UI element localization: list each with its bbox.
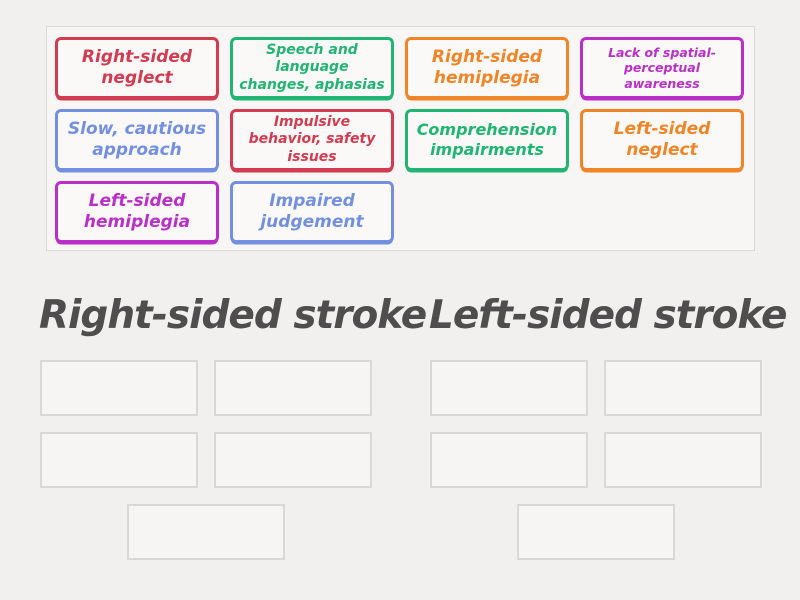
group-title-right-sided-stroke: Right-sided stroke [39, 293, 427, 338]
card-tray: Right-sided neglect Speech and language … [46, 26, 755, 251]
drop-slot[interactable] [429, 432, 588, 488]
tray-row-2: Slow, cautious approach Impulsive behavi… [55, 109, 746, 171]
card-right-sided-hemiplegia[interactable]: Right-sided hemiplegia [405, 37, 569, 99]
group-right-sided-stroke: Right-sided stroke [39, 292, 427, 560]
card-impulsive-behavior-safety-issues[interactable]: Impulsive behavior, safety issues [230, 109, 394, 171]
card-right-sided-neglect[interactable]: Right-sided neglect [55, 37, 219, 99]
drop-slot[interactable] [213, 360, 372, 416]
drop-slot[interactable] [213, 432, 372, 488]
drop-slot[interactable] [603, 432, 762, 488]
tray-row-1: Right-sided neglect Speech and language … [55, 37, 746, 99]
drop-slot[interactable] [126, 504, 285, 560]
group-left-sided-stroke: Left-sided stroke [429, 292, 787, 560]
card-speech-language-changes-aphasias[interactable]: Speech and language changes, aphasias [230, 37, 394, 99]
drop-slot[interactable] [429, 360, 588, 416]
group-title-left-sided-stroke: Left-sided stroke [429, 293, 787, 338]
tray-row-3: Left-sided hemiplegia Impaired judgement [55, 181, 746, 243]
drop-slot[interactable] [516, 504, 675, 560]
card-left-sided-hemiplegia[interactable]: Left-sided hemiplegia [55, 181, 219, 243]
drop-slot[interactable] [39, 432, 198, 488]
card-left-sided-neglect[interactable]: Left-sided neglect [580, 109, 744, 171]
drop-slot[interactable] [39, 360, 198, 416]
card-slow-cautious-approach[interactable]: Slow, cautious approach [55, 109, 219, 171]
card-lack-of-spatial-perceptual-awareness[interactable]: Lack of spatial-perceptual awareness [580, 37, 744, 99]
drop-slots-left-sided-stroke [429, 360, 762, 560]
drop-slot[interactable] [603, 360, 762, 416]
card-comprehension-impairments[interactable]: Comprehension impairments [405, 109, 569, 171]
card-impaired-judgement[interactable]: Impaired judgement [230, 181, 394, 243]
drop-slots-right-sided-stroke [39, 360, 372, 560]
